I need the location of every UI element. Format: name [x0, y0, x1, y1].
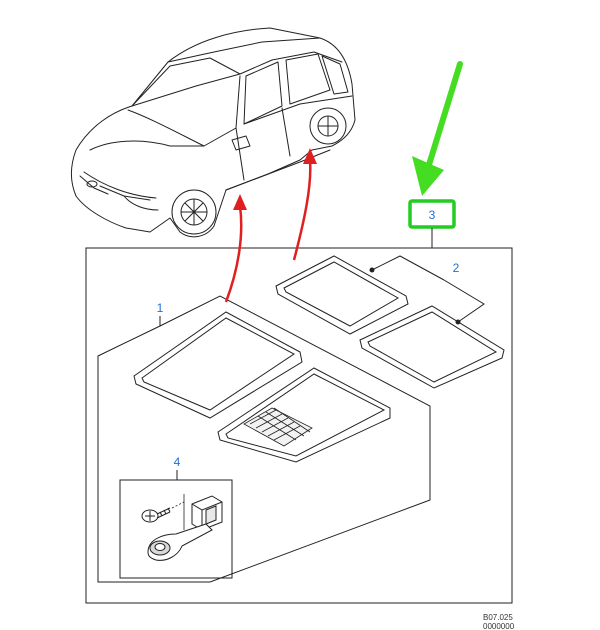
callout-1-leader	[97, 316, 210, 583]
heel-pad	[243, 407, 313, 447]
screw-icon	[141, 507, 171, 523]
pointer-arrow	[412, 61, 463, 196]
callout-3-highlight: 3	[408, 199, 456, 229]
reference-subcode: 0000000	[483, 622, 515, 630]
callout-4[interactable]: 4	[174, 455, 181, 469]
front-mat-driver	[133, 311, 303, 419]
rear-mat-left	[275, 255, 409, 335]
fit-arrow-rear	[292, 148, 317, 261]
reference-code: B07.025	[483, 613, 513, 622]
kit-boundary	[85, 247, 513, 604]
fixing-kit-box	[119, 479, 233, 579]
front-mat-passenger	[217, 367, 391, 463]
callout-2[interactable]: 2	[453, 261, 460, 275]
callout-1[interactable]: 1	[157, 301, 164, 315]
car-illustration	[71, 27, 356, 238]
front-group-outline	[159, 295, 431, 583]
callout-2-leader	[369, 255, 485, 325]
clip-icon	[191, 495, 223, 531]
callout-3[interactable]: 3	[429, 208, 436, 222]
retainer-icon	[147, 523, 213, 561]
fixing-guide-line	[171, 501, 185, 509]
fit-arrow-front	[224, 194, 247, 303]
rear-mat-right	[359, 305, 505, 389]
